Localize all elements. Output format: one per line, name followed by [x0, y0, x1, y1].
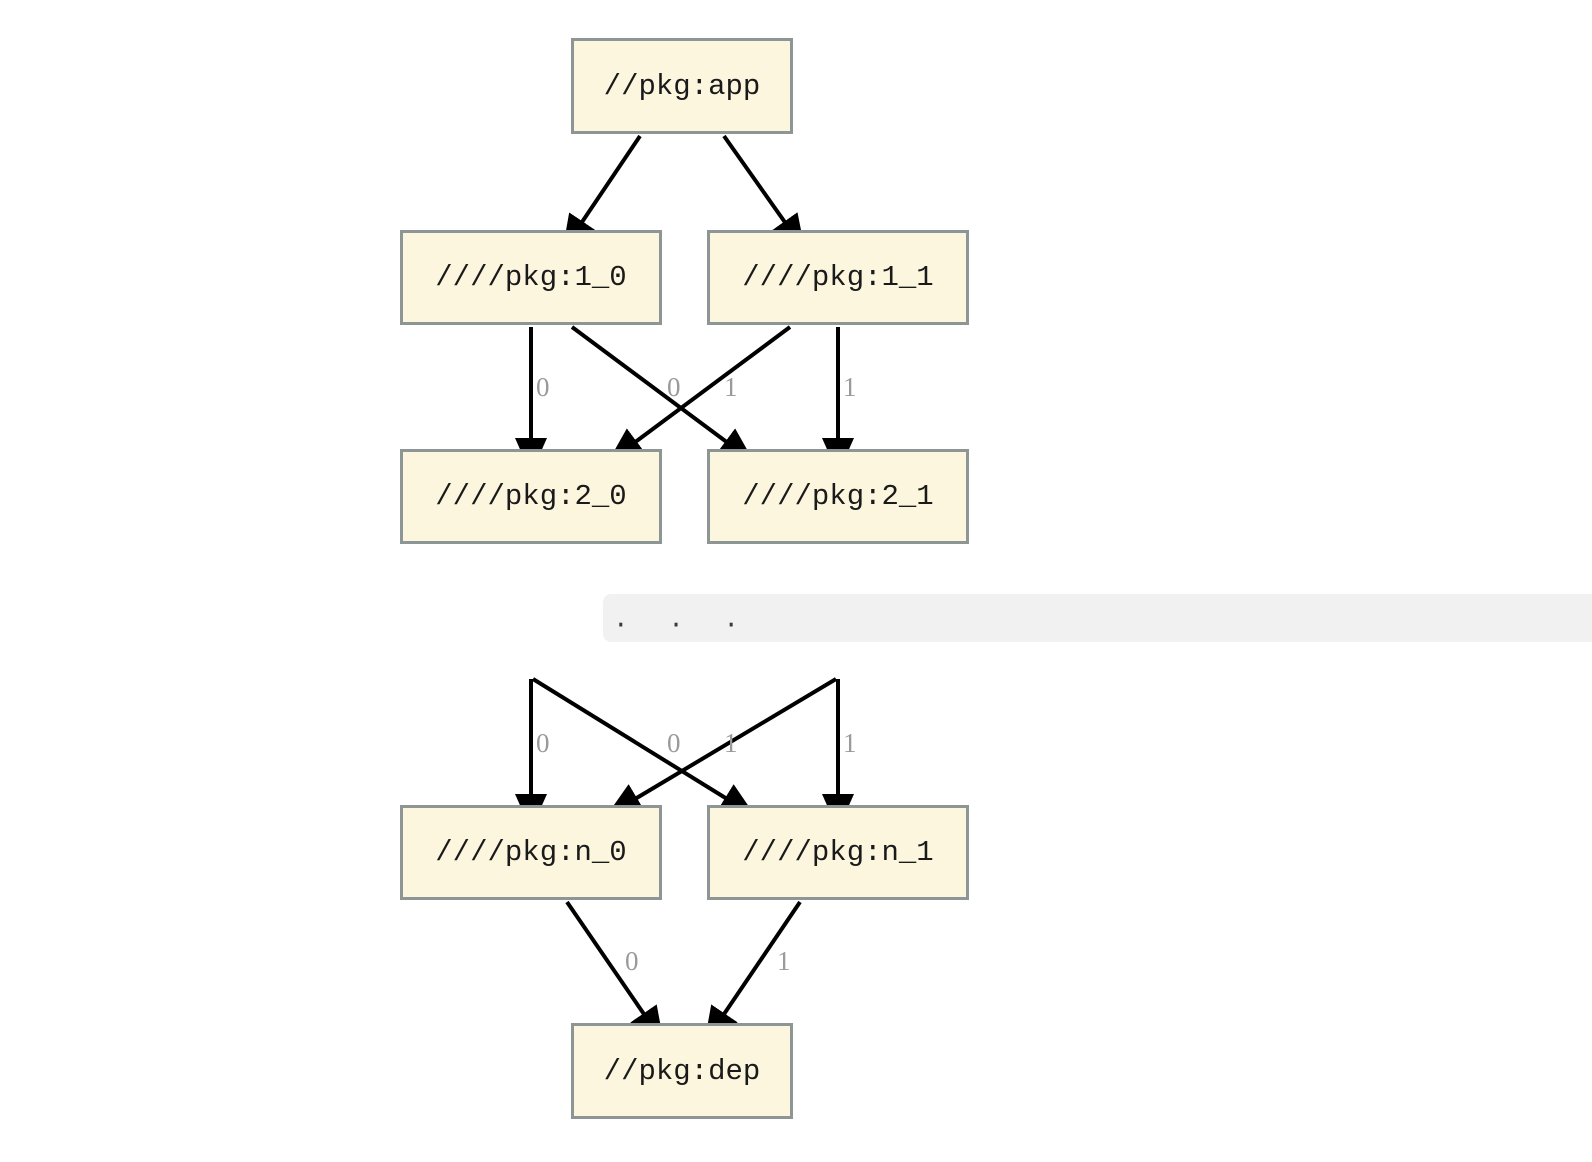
edge-label: 1 — [724, 372, 738, 402]
graph-node-l1_1[interactable]: ////pkg:1_1 — [707, 230, 969, 325]
graph-edge — [722, 134, 806, 251]
graph-edge — [607, 325, 792, 463]
edge-label: 1 — [843, 372, 857, 402]
edge-label: 1 — [843, 728, 857, 758]
graph-edge — [704, 900, 802, 1044]
edge-label: 0 — [536, 728, 550, 758]
graph-edge — [570, 325, 755, 463]
edge-label: 0 — [667, 372, 681, 402]
edge-label: 1 — [777, 946, 791, 976]
graph-edge — [562, 134, 642, 252]
graph-edge — [605, 677, 838, 817]
ellipsis-separator-band: · · · — [603, 594, 1592, 642]
graph-node-app[interactable]: //pkg:app — [571, 38, 793, 134]
graph-node-label: ////pkg:2_0 — [435, 480, 627, 513]
graph-node-label: //pkg:app — [603, 69, 761, 103]
edge-label: 1 — [724, 728, 738, 758]
graph-node-ln_1[interactable]: ////pkg:n_1 — [707, 805, 969, 900]
graph-node-label: ////pkg:1_0 — [435, 261, 627, 294]
graph-node-label: ////pkg:2_1 — [742, 480, 934, 513]
graph-node-label: //pkg:dep — [603, 1054, 761, 1088]
graph-node-dep[interactable]: //pkg:dep — [571, 1023, 793, 1119]
edge-label: 0 — [667, 728, 681, 758]
graph-node-ln_0[interactable]: ////pkg:n_0 — [400, 805, 662, 900]
graph-edge — [531, 677, 756, 817]
graph-node-label: ////pkg:n_1 — [742, 836, 934, 869]
graph-node-label: ////pkg:n_0 — [435, 836, 627, 869]
graph-node-l2_0[interactable]: ////pkg:2_0 — [400, 449, 662, 544]
edge-label: 0 — [625, 946, 639, 976]
graph-node-l2_1[interactable]: ////pkg:2_1 — [707, 449, 969, 544]
edge-label: 0 — [536, 372, 550, 402]
graph-node-label: ////pkg:1_1 — [742, 261, 934, 294]
graph-edge — [565, 900, 664, 1044]
edge-lines — [515, 134, 854, 1044]
ellipsis-dots: · · · — [613, 610, 752, 640]
graph-node-l1_0[interactable]: ////pkg:1_0 — [400, 230, 662, 325]
